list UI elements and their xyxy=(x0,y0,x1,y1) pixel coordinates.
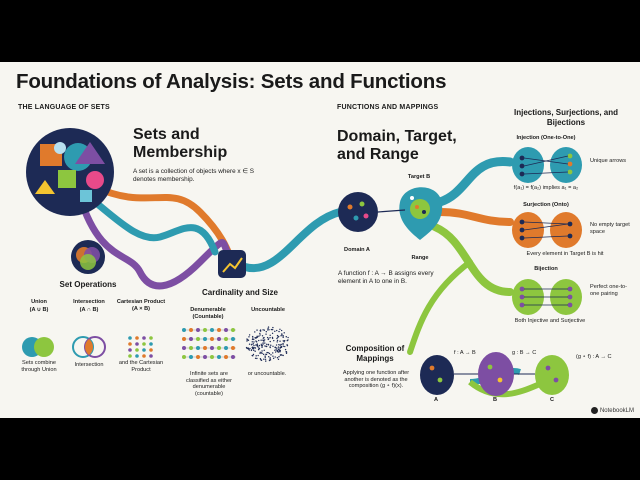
ops-title: Set Operations xyxy=(59,280,117,289)
injection-formula: f(a₁) = f(a₂) implies a₁ = a₂ xyxy=(513,185,579,191)
tube-orange-right xyxy=(436,208,514,226)
op-cartesian-name: Cartesian Product (A × B) xyxy=(116,299,166,312)
mappings-title: Injections, Surjections, and Bijections xyxy=(513,108,619,127)
injection-title: Injection (One-to-One) xyxy=(516,135,576,141)
op-union-caption: Sets combine through Union xyxy=(21,360,57,373)
sets-heading: Sets and Membership xyxy=(133,126,228,161)
sets-desc: A set is a collection of objects where x… xyxy=(133,168,255,183)
cardinality-title: Cardinality and Size xyxy=(201,288,279,297)
section-sets: THE LANGUAGE OF SETS xyxy=(18,104,110,111)
tube-lime-down xyxy=(407,259,473,355)
domain-blob xyxy=(338,192,378,232)
comp-label-a: A xyxy=(434,397,439,403)
bijection-caption: Both Injective and Surjective xyxy=(514,318,586,324)
diagram-graphics xyxy=(22,128,582,398)
composition-diagram xyxy=(420,352,569,398)
injection-diagram xyxy=(512,147,582,183)
set-ops-venn-icon xyxy=(71,240,105,274)
notebooklm-logo-icon xyxy=(590,407,598,414)
comp-f-label: f : A → B xyxy=(454,350,476,356)
infographic-canvas: Foundations of Analysis: Sets and Functi… xyxy=(0,62,640,418)
op-cartesian-caption: and the Cartesian Product xyxy=(118,360,164,373)
union-venn xyxy=(22,337,54,357)
sets-membership-circle xyxy=(26,128,114,216)
function-desc: A function f : A → B assigns every eleme… xyxy=(338,270,434,285)
tube-teal-mid xyxy=(241,208,344,273)
bijection-side: Perfect one-to-one pairing xyxy=(590,284,627,297)
surjection-caption: Every element in Target B is hit xyxy=(526,251,604,257)
comp-gf-label: (g ∘ f) : A → C xyxy=(576,354,612,360)
op-union-sym: (A ∪ B) xyxy=(29,307,49,313)
op-intersection-caption: Intersection xyxy=(74,362,104,368)
cardinality-chart-icon xyxy=(218,250,246,278)
comp-label-b: B xyxy=(493,397,498,403)
bijection-diagram xyxy=(512,279,582,315)
composition-desc: Applying one function after another is d… xyxy=(342,370,410,390)
bijection-title: Bijection xyxy=(534,266,558,272)
domain-label: Domain A xyxy=(344,247,370,253)
section-functions: FUNCTIONS AND MAPPINGS xyxy=(337,104,439,111)
surjection-diagram xyxy=(512,212,582,248)
cartesian-grid xyxy=(128,336,153,358)
tube-purple xyxy=(76,193,234,290)
injection-side: Unique arrows xyxy=(590,158,627,164)
notebooklm-badge-text: NotebookLM xyxy=(599,407,634,414)
notebooklm-badge: NotebookLM xyxy=(590,407,634,414)
functions-heading: Domain, Target, and Range xyxy=(337,128,457,163)
op-intersection-name: Intersection xyxy=(73,299,105,305)
op-union-name: Union xyxy=(31,299,47,305)
target-blob xyxy=(399,187,443,240)
denumerable-label: Denumerable (Countable) xyxy=(190,307,226,320)
comp-label-c: C xyxy=(550,397,555,403)
tube-teal-right xyxy=(435,157,515,207)
denumerable-dots xyxy=(182,328,236,359)
surjection-title: Surjection (Onto) xyxy=(523,202,569,208)
target-label: Target B xyxy=(407,174,431,180)
range-label: Range xyxy=(411,255,429,261)
composition-title: Composition of Mappings xyxy=(345,344,405,363)
cardinality-caption-1: Infinite sets are classified as either d… xyxy=(185,371,232,397)
surjection-side: No empty target space xyxy=(590,222,630,235)
cardinality-caption-2: or uncountable. xyxy=(247,371,287,377)
intersection-venn xyxy=(72,336,106,358)
tube-teal-left xyxy=(91,198,219,256)
uncountable-cloud xyxy=(245,326,289,362)
page-title: Foundations of Analysis: Sets and Functi… xyxy=(16,70,447,93)
op-intersection-sym: (A ∩ B) xyxy=(79,307,99,313)
uncountable-label: Uncountable xyxy=(251,307,285,313)
comp-g-label: g : B → C xyxy=(512,350,537,356)
